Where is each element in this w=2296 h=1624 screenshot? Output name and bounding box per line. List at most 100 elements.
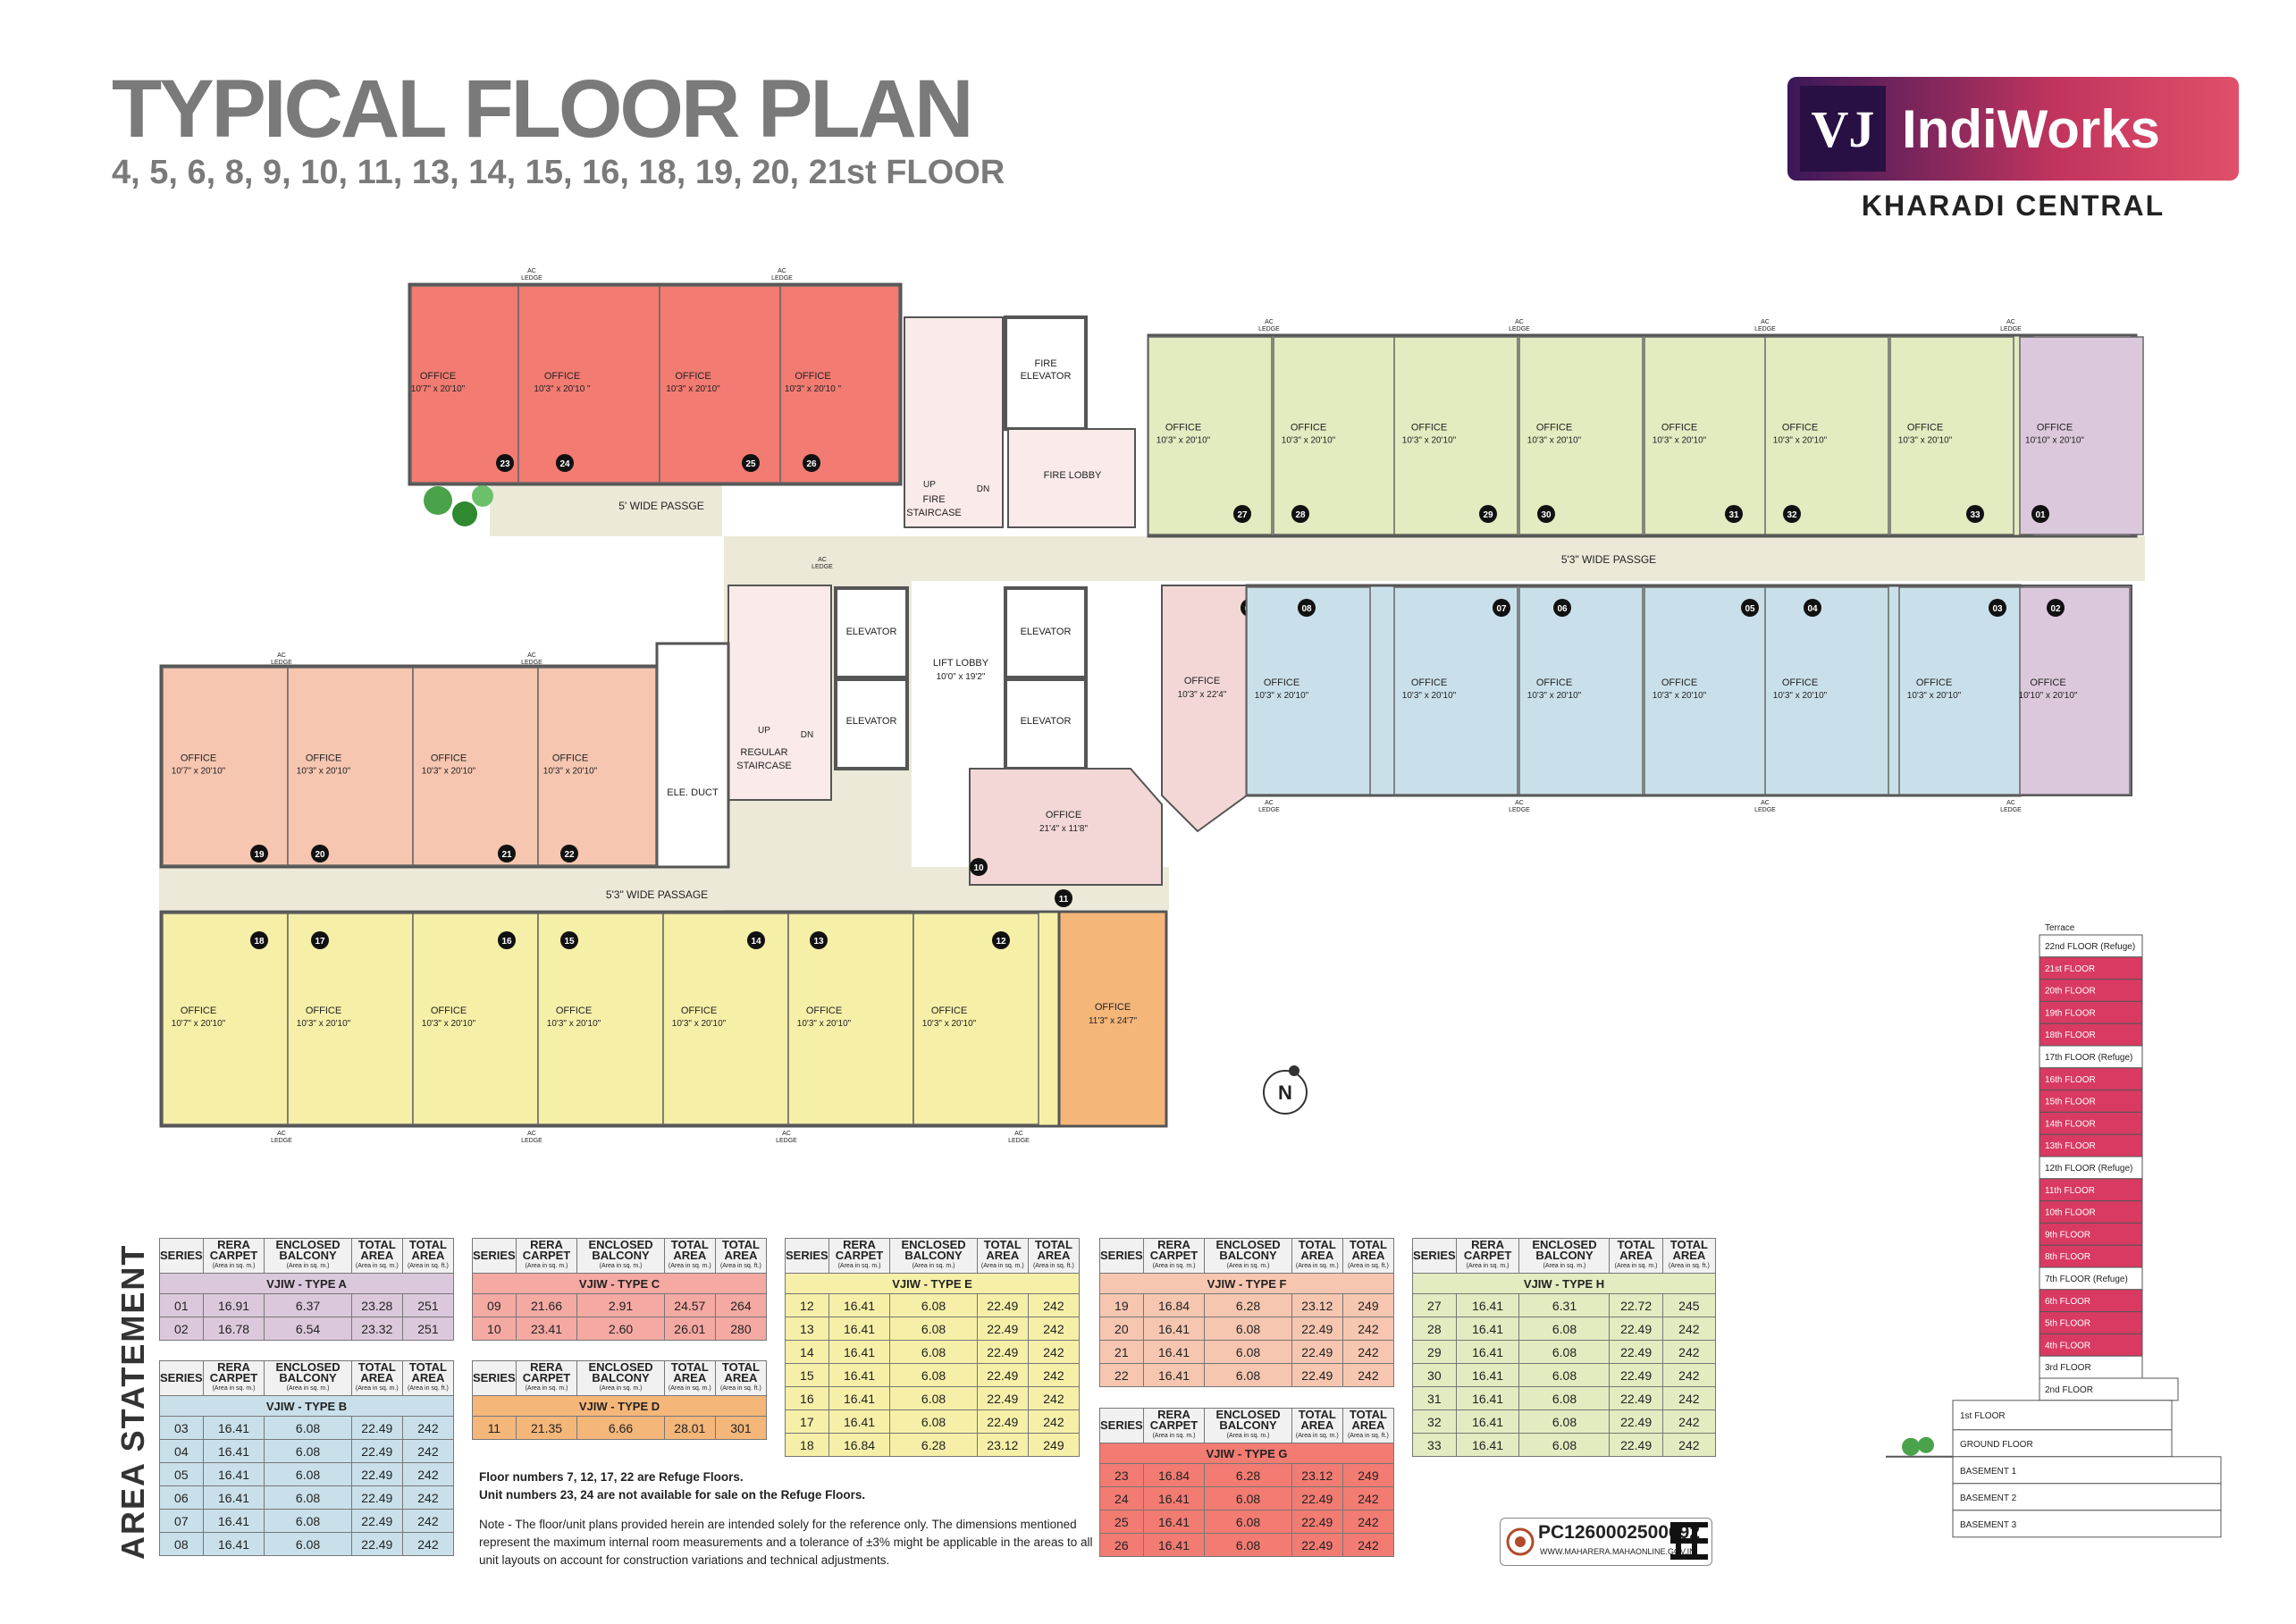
unit-number: 24: [559, 459, 570, 469]
compass-needle: [1289, 1065, 1299, 1076]
unit-number-badge: [1479, 505, 1497, 523]
basement-block: [1952, 1456, 2222, 1485]
qr-module: [1703, 1554, 1708, 1560]
unit-number: 27: [1237, 510, 1248, 520]
unit-10: [969, 768, 1163, 886]
table-cell: 23.12: [1291, 1293, 1343, 1317]
qr-module: [1676, 1549, 1681, 1554]
unit-size: 10'3" x 20'10": [1282, 436, 1336, 446]
unit-number-badge: [1493, 599, 1510, 617]
disclaimer-line-1: Note - The floor/unit plans provided her…: [479, 1518, 1077, 1531]
table-cell: 16.84: [1142, 1463, 1206, 1487]
compass-label: N: [1278, 1081, 1292, 1104]
unit-label-office: OFFICE: [181, 753, 216, 764]
ac-ledge-label: LEDGE: [1008, 1138, 1030, 1144]
unit-number-badge: [1989, 599, 2006, 617]
floor-label: 7th FLOOR (Refuge): [2045, 1275, 2128, 1284]
table-cell: 23.12: [1291, 1463, 1343, 1487]
floor-label: 6th FLOOR: [2045, 1297, 2090, 1307]
table-cell: 22.49: [1609, 1386, 1663, 1410]
unit-number-badge: [250, 931, 268, 949]
unit-number-badge: [2047, 599, 2065, 617]
table-cell: 22.49: [1291, 1363, 1343, 1387]
col-total-m: TOTAL AREA(Area in sq. m.): [976, 1238, 1029, 1274]
unit-number-badge: [1291, 505, 1309, 523]
type-label: VJIW - TYPE F: [1099, 1273, 1394, 1294]
unit-size: 10'3" x 20'10": [297, 1019, 351, 1029]
unit-number-badge: [556, 454, 574, 472]
unit-size: 10'3" x 20'10": [1527, 691, 1582, 701]
floor-label: GROUND FLOOR: [1960, 1440, 2033, 1450]
table-cell: 25: [1099, 1510, 1144, 1534]
table-cell: 6.66: [576, 1416, 665, 1440]
unit-number-badge: [250, 845, 268, 862]
table-cell: 16.41: [202, 1485, 265, 1510]
elevator-4: [1004, 677, 1088, 770]
unit-13: [787, 913, 914, 1125]
table-cell: 16.41: [1455, 1433, 1520, 1457]
passage-label-south: 5'3" WIDE PASSAGE: [606, 888, 708, 901]
floor-label: 17th FLOOR (Refuge): [2045, 1053, 2132, 1063]
table-cell: 01: [159, 1293, 204, 1317]
table-cell: 21.66: [515, 1293, 578, 1317]
ac-ledge-label: AC: [2006, 800, 2015, 806]
table-cell: 6.08: [1204, 1340, 1292, 1364]
table-cell: 22.49: [350, 1416, 403, 1440]
table-cell: 2.60: [576, 1317, 665, 1341]
table-cell: 6.08: [264, 1509, 352, 1533]
table-cell: 22.49: [976, 1340, 1029, 1364]
unit-label-office: OFFICE: [931, 1006, 967, 1016]
ele-duct: [655, 642, 730, 869]
passage-north-west: [490, 483, 722, 536]
table-cell: 22.49: [976, 1409, 1029, 1434]
table-cell: 242: [1027, 1293, 1081, 1317]
ac-ledge-label: LEDGE: [1509, 807, 1530, 813]
table-cell: 242: [401, 1439, 455, 1463]
col-balcony: ENCLOSED BALCONY(Area in sq. m.): [889, 1238, 978, 1274]
compass-icon: [1263, 1070, 1308, 1115]
col-balcony: ENCLOSED BALCONY(Area in sq. m.): [576, 1238, 665, 1274]
table-cell: 16.41: [202, 1509, 265, 1533]
floor-block: [2039, 1178, 2143, 1202]
floor-label: 8th FLOOR: [2045, 1252, 2090, 1262]
fire-staircase-label: FIRE: [922, 494, 945, 505]
col-total-f: TOTAL AREA(Area in sq. ft.): [1661, 1238, 1717, 1274]
table-cell: 242: [1661, 1433, 1717, 1457]
table-cell: 23.41: [515, 1317, 578, 1341]
ac-ledge-label: AC: [1014, 1131, 1023, 1137]
unit-label-office: OFFICE: [806, 1006, 842, 1016]
floor-label: 9th FLOOR: [2045, 1230, 2090, 1240]
table-cell: 242: [1661, 1317, 1717, 1341]
table-cell: 12: [785, 1293, 829, 1317]
table-cell: 22.49: [1609, 1340, 1663, 1364]
unit-size: 10'7" x 20'10": [172, 1019, 226, 1029]
ac-ledge-label: AC: [2006, 319, 2015, 325]
table-cell: 6.08: [1518, 1340, 1611, 1364]
col-total-m: TOTAL AREA(Area in sq. m.): [350, 1238, 403, 1274]
table-cell: 6.08: [1204, 1486, 1292, 1510]
unit-label-office: OFFICE: [1661, 677, 1697, 688]
col-series: SERIES: [159, 1238, 204, 1274]
unit-label-office: OFFICE: [2037, 423, 2073, 433]
unit-label-office: OFFICE: [1184, 676, 1220, 686]
floor-label: BASEMENT 2: [1960, 1494, 2017, 1503]
unit-number: 30: [1541, 510, 1552, 520]
table-type-row: VJIW - TYPE E: [785, 1273, 1080, 1294]
qr-module: [1692, 1522, 1697, 1527]
floor-label: 20th FLOOR: [2045, 987, 2096, 997]
fire-lobby-label: FIRE LOBBY: [1044, 470, 1102, 481]
table-cell: 16.41: [202, 1532, 265, 1556]
qr-module: [1670, 1538, 1676, 1544]
floor-label: 13th FLOOR: [2045, 1141, 2096, 1151]
elevator-label: ELEVATOR: [1021, 716, 1072, 727]
qr-module: [1676, 1533, 1681, 1538]
ac-ledge-label: LEDGE: [771, 275, 793, 282]
